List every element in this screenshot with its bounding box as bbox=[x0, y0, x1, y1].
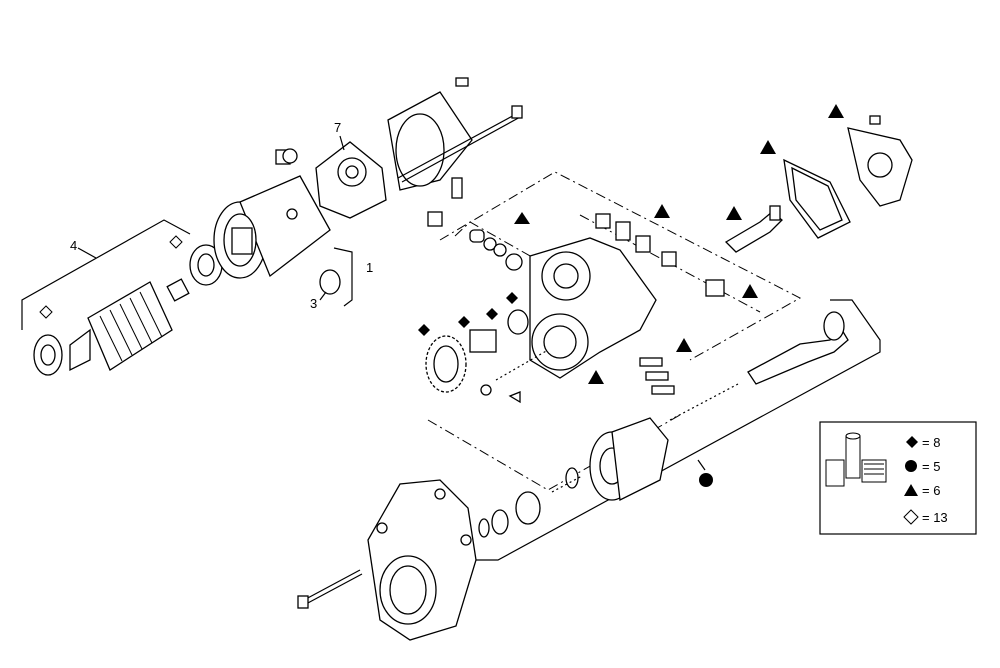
brush-holder bbox=[275, 141, 387, 219]
legend-label-3: = 13 bbox=[922, 510, 948, 525]
rear-cover bbox=[319, 77, 523, 295]
gear-housing bbox=[469, 229, 657, 379]
idler-gear bbox=[425, 309, 549, 404]
overrunning-clutch bbox=[478, 417, 669, 538]
group-frame-bracket-1 bbox=[333, 247, 353, 307]
callout-7: 7 bbox=[334, 120, 341, 135]
callout-4: 4 bbox=[70, 238, 77, 253]
solenoid-contacts bbox=[595, 213, 725, 395]
field-frame bbox=[213, 175, 331, 279]
diamond-open-icon bbox=[903, 509, 919, 525]
legend-box: = 8 = 5 = 6 = 13 bbox=[819, 421, 977, 535]
group-frame-armature bbox=[21, 219, 191, 330]
armature bbox=[33, 244, 223, 376]
solenoid-gasket bbox=[783, 158, 851, 239]
triangle-filled-icon bbox=[904, 484, 918, 496]
legend-label-0: = 8 bbox=[922, 435, 940, 450]
diamond-filled-icon bbox=[906, 436, 918, 448]
circle-filled-icon bbox=[905, 460, 917, 472]
legend-label-2: = 6 bbox=[922, 483, 940, 498]
group-frame-drive bbox=[470, 299, 881, 561]
solenoid-plunger bbox=[724, 205, 783, 253]
solenoid-cover bbox=[847, 115, 913, 207]
callout-3: 3 bbox=[310, 296, 317, 311]
callout-1: 1 bbox=[366, 260, 373, 275]
drive-end-housing bbox=[297, 479, 477, 641]
legend-label-1: = 5 bbox=[922, 459, 940, 474]
lubricant-kit-icon bbox=[825, 432, 887, 487]
callout-markers bbox=[39, 104, 844, 487]
pinion-shaft bbox=[669, 311, 849, 421]
